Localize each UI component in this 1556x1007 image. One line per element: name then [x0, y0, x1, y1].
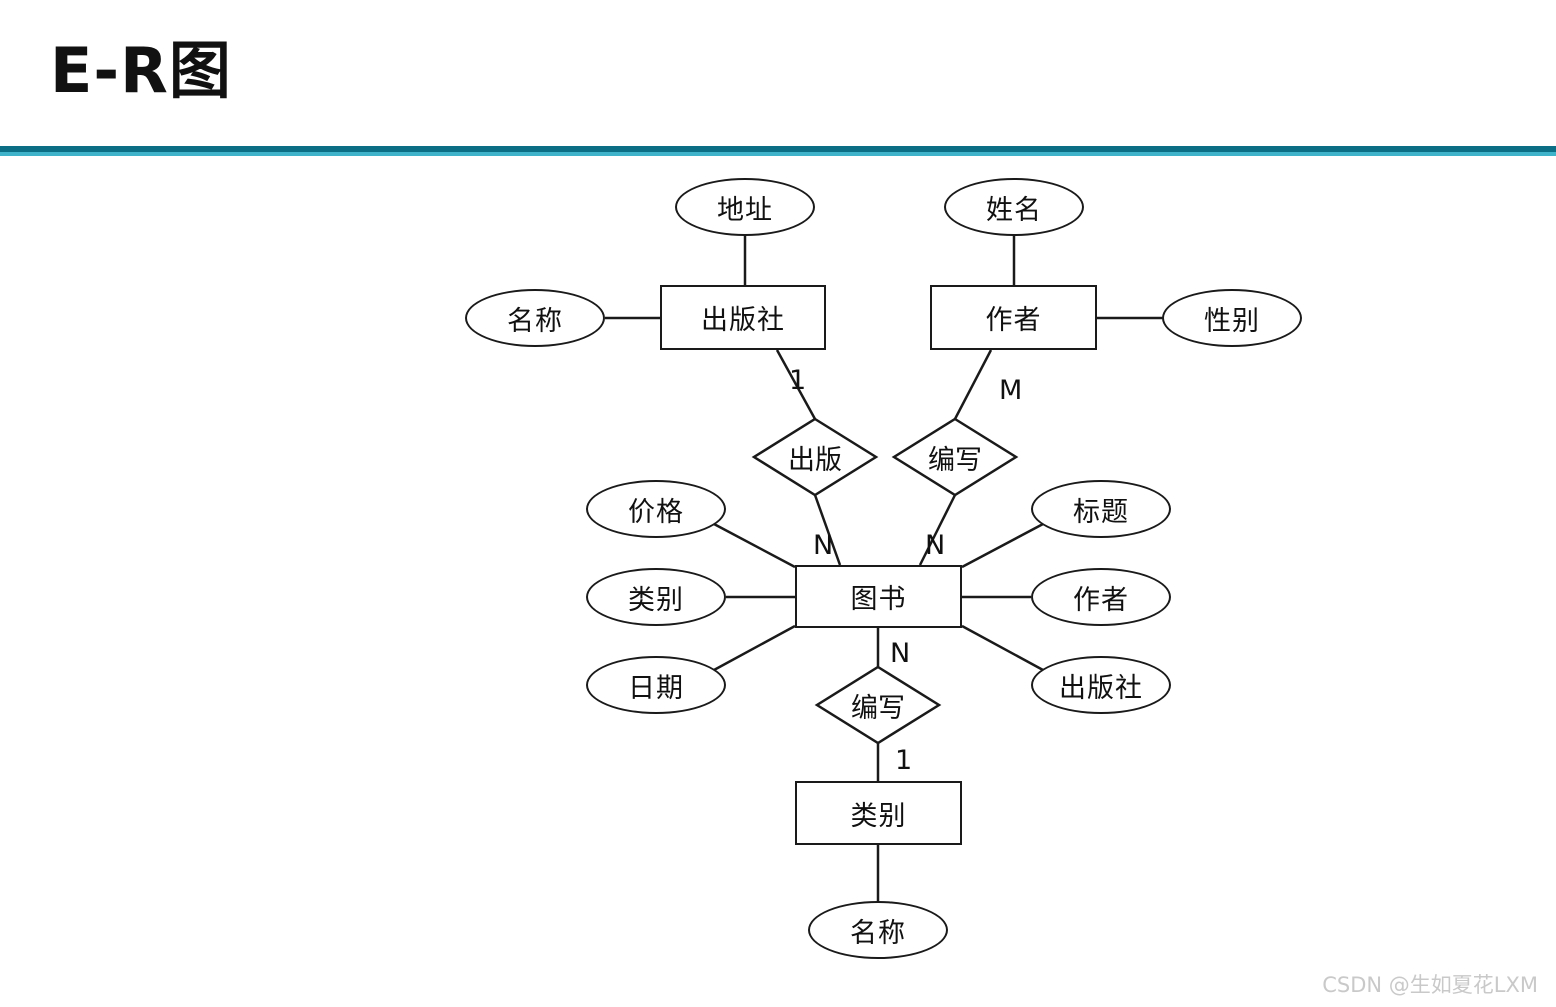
entity-publisher-label: 出版社 [701, 305, 785, 336]
entity-category[interactable]: 类别 [795, 781, 962, 845]
cardinality-publisher-publish: 1 [789, 365, 806, 396]
edge-write-book [918, 494, 957, 566]
entity-book[interactable]: 图书 [795, 565, 962, 628]
attribute-book-date-label: 日期 [628, 672, 684, 704]
edge-book-date [713, 624, 796, 672]
attribute-author-gender-label: 性别 [1204, 305, 1260, 337]
cardinality-book-write2-text: N [890, 638, 911, 669]
attribute-publisher-address-label: 地址 [717, 194, 773, 226]
attribute-publisher-name[interactable]: 名称 [465, 289, 605, 347]
divider-bar-light [0, 152, 1556, 156]
diamond-publish [751, 417, 879, 497]
edge-book-price [713, 522, 796, 569]
divider-bar-dark [0, 146, 1556, 152]
cardinality-author-write: M [999, 375, 1022, 406]
entity-author[interactable]: 作者 [930, 285, 1097, 350]
cardinality-write2-category-text: 1 [895, 745, 913, 776]
entity-book-label: 图书 [850, 584, 907, 615]
entity-author-label: 作者 [985, 305, 1042, 336]
attribute-category-name[interactable]: 名称 [808, 901, 948, 959]
edge-author-write [953, 349, 993, 420]
attribute-book-category[interactable]: 类别 [586, 568, 726, 626]
cardinality-author-write-text: M [999, 375, 1023, 406]
cardinality-publish-book: N [813, 530, 833, 561]
cardinality-book-write2: N [890, 638, 910, 669]
cardinality-publisher-publish-text: 1 [789, 365, 807, 396]
attribute-book-publisher[interactable]: 出版社 [1031, 656, 1171, 714]
attribute-book-author-label: 作者 [1073, 584, 1129, 616]
attribute-category-name-label: 名称 [850, 917, 906, 949]
watermark: CSDN @生如夏花LXM [1322, 973, 1538, 997]
attribute-book-category-label: 类别 [628, 584, 684, 616]
edge-publish-book [813, 494, 842, 566]
entity-publisher[interactable]: 出版社 [660, 285, 826, 350]
attribute-publisher-address[interactable]: 地址 [675, 178, 815, 236]
attribute-author-gender[interactable]: 性别 [1162, 289, 1302, 347]
attribute-book-price[interactable]: 价格 [586, 480, 726, 538]
cardinality-write2-category: 1 [895, 745, 912, 776]
cardinality-write-book-text: N [925, 530, 946, 561]
cardinality-publish-book-text: N [813, 530, 834, 561]
cardinality-write-book: N [925, 530, 945, 561]
attribute-book-publisher-label: 出版社 [1059, 672, 1143, 704]
attribute-book-title[interactable]: 标题 [1031, 480, 1171, 538]
edge-book-publisher [961, 624, 1044, 672]
attribute-book-title-label: 标题 [1073, 496, 1129, 528]
diamond-write-book-category [814, 665, 942, 745]
entity-category-label: 类别 [850, 800, 907, 832]
attribute-author-fullname[interactable]: 姓名 [944, 178, 1084, 236]
attribute-book-date[interactable]: 日期 [586, 656, 726, 714]
attribute-author-fullname-label: 姓名 [986, 194, 1042, 226]
attribute-book-author[interactable]: 作者 [1031, 568, 1171, 626]
attribute-publisher-name-label: 名称 [507, 305, 563, 337]
title-divider [0, 146, 1556, 156]
attribute-book-price-label: 价格 [628, 496, 684, 528]
diamond-write-author-book [891, 417, 1019, 497]
edge-publisher-publish [775, 349, 817, 420]
edge-book-title [961, 522, 1044, 569]
page-title: E-R图 [50, 34, 232, 107]
